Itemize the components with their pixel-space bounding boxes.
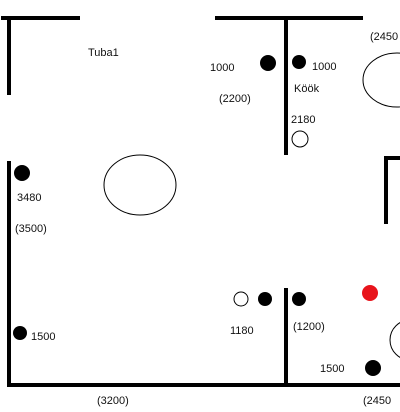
outlet-red-highlight [362,285,378,301]
label-3480: 3480 [17,192,41,204]
round-table-kitchen [362,52,400,108]
label-1500-right: 1500 [320,363,344,375]
wall-right-bracket [384,156,400,224]
outlet-3480 [14,165,30,181]
outlet-1200 [292,292,306,306]
outlet-1000-left [260,55,276,71]
outlet-1500-right [365,360,381,376]
label-bottom-right-2450: (2450 [363,395,391,407]
label-1500-left: 1500 [31,331,55,343]
label-top-right-2450: (2450 [370,31,398,43]
outline-outlet-1180 [233,291,249,307]
walls [1,16,400,387]
room-label-tuba1: Tuba1 [88,47,119,59]
outline-outlet-2180 [291,130,309,148]
label-1000-right: 1000 [312,61,336,73]
label-3500: (3500) [15,223,47,235]
label-1180: 1180 [230,325,254,337]
label-2200: (2200) [219,93,251,105]
label-1200: (1200) [293,321,325,333]
label-3200: (3200) [97,395,129,407]
round-fixture-bottom-right [389,322,400,358]
round-table-tuba [103,154,177,216]
label-2180: 2180 [291,114,315,126]
outlet-1180-filled [258,292,272,306]
filled-fixtures [13,55,381,376]
outlet-1000-right [292,55,306,69]
labels: Tuba1 Köök (2450 1000 1000 (2200) 2180 3… [15,31,398,407]
outlined-fixtures [103,52,400,358]
outlet-1500-left [13,326,27,340]
room-label-kook: Köök [294,83,320,95]
label-1000-left: 1000 [210,62,234,74]
